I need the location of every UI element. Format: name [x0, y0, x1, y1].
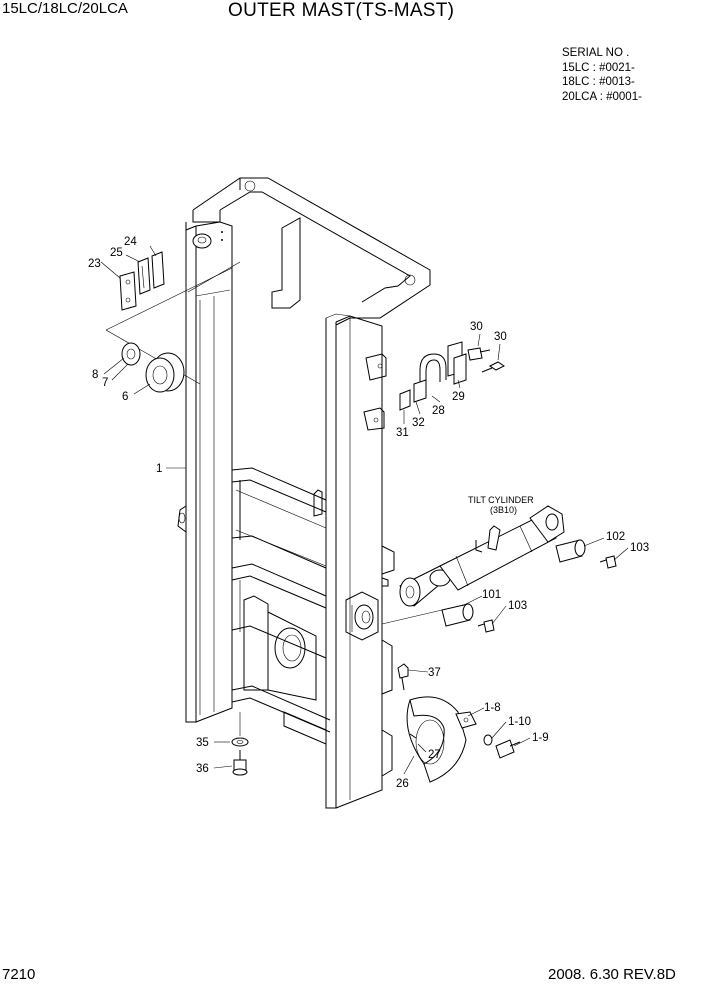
tilt-cylinder-label: TILT CYLINDER — [468, 495, 534, 505]
serial-number-block: SERIAL NO . 15LC : #0021- 18LC : #0013- … — [562, 46, 642, 104]
washer-bolt — [231, 737, 249, 776]
callout-1-10: 1-10 — [508, 716, 531, 728]
callout-30a: 30 — [470, 321, 483, 333]
serial-line-15lc: 15LC : #0021- — [562, 61, 635, 74]
callout-28: 28 — [432, 405, 445, 417]
leader-lines — [100, 245, 629, 775]
callout-103b: 103 — [508, 600, 527, 612]
serial-line-18lc: 18LC : #0013- — [562, 76, 635, 88]
callout-6: 6 — [122, 391, 128, 403]
callout-102: 102 — [606, 531, 625, 543]
callout-27: 27 — [428, 749, 441, 761]
model-label: 15LC/18LC/20LCA — [2, 0, 128, 17]
callout-101: 101 — [482, 589, 501, 601]
callout-37: 37 — [428, 667, 441, 679]
tilt-cylinder-ref: (3B10) — [490, 505, 517, 515]
revision-date: 2008. 6.30 REV.8D — [548, 966, 676, 983]
serial-heading: SERIAL NO . — [562, 47, 630, 59]
callout-1-8: 1-8 — [484, 702, 501, 714]
callout-23: 23 — [88, 258, 101, 270]
callout-7: 7 — [102, 377, 108, 389]
callout-29: 29 — [452, 391, 465, 403]
callout-32: 32 — [412, 417, 425, 429]
callout-8: 8 — [92, 369, 98, 381]
callout-1: 1 — [156, 463, 162, 475]
page-number: 7210 — [2, 966, 36, 983]
outer-mast-frame — [177, 177, 431, 809]
shim-plates — [119, 251, 165, 311]
serial-line-20lca: 20LCA : #0001- — [562, 90, 642, 103]
trunnion-cap-parts — [397, 663, 521, 783]
callout-31: 31 — [396, 427, 409, 439]
roller-assembly — [105, 261, 241, 393]
callout-103a: 103 — [630, 542, 649, 554]
callout-25: 25 — [110, 247, 123, 259]
callout-1-9: 1-9 — [532, 732, 549, 744]
page-title: OUTER MAST(TS-MAST) — [228, 0, 455, 21]
hose-clamp-brackets — [399, 341, 505, 411]
callout-30b: 30 — [494, 331, 507, 343]
callout-35: 35 — [196, 737, 209, 749]
tilt-cylinder — [381, 505, 617, 633]
callout-26: 26 — [396, 778, 409, 790]
callout-24: 24 — [124, 236, 137, 248]
callout-labels: 1 23 24 25 8 7 6 30 30 29 28 32 31 TILT … — [88, 236, 649, 790]
callout-36: 36 — [196, 763, 209, 775]
